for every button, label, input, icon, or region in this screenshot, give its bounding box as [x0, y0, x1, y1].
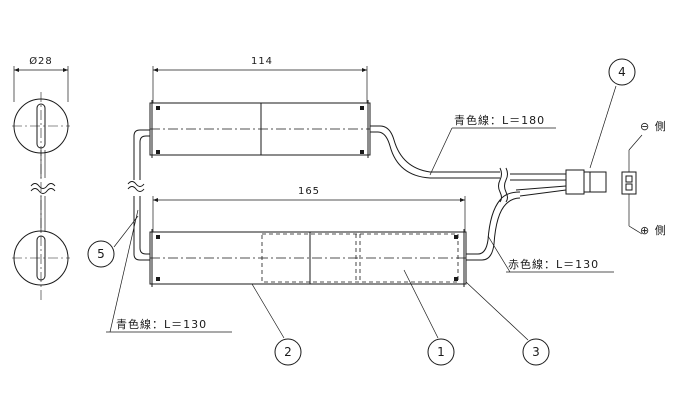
- callout-1: 1: [437, 345, 445, 359]
- callout-4: 4: [618, 65, 626, 79]
- diameter-label: Ø28: [29, 55, 53, 67]
- callout-3: 3: [532, 345, 540, 359]
- positive-side-label: ⊕ 側: [640, 224, 667, 237]
- connector: [565, 150, 637, 226]
- negative-side-label: ⊖ 側: [640, 120, 667, 133]
- wires: [127, 125, 567, 261]
- end-view: Ø28: [12, 55, 70, 300]
- upper-length-label: 114: [251, 56, 273, 67]
- callout-2: 2: [284, 345, 292, 359]
- polarity-labels: ⊖ 側 ⊕ 側: [628, 120, 667, 237]
- callouts: 5 4 2 1 3: [87, 58, 636, 366]
- wire-labels: 青色線：L＝180 赤色線：L＝130 青色線：L＝130: [106, 113, 614, 333]
- lower-blue-wire-label: 青色線：L＝130: [116, 317, 207, 331]
- lower-cell-assembly: 165: [149, 186, 467, 287]
- upper-cell-assembly: 114: [149, 56, 371, 158]
- callout-5: 5: [97, 247, 105, 261]
- red-wire-label: 赤色線：L＝130: [508, 257, 599, 271]
- upper-blue-wire-label: 青色線：L＝180: [454, 113, 545, 127]
- lower-length-label: 165: [298, 186, 320, 197]
